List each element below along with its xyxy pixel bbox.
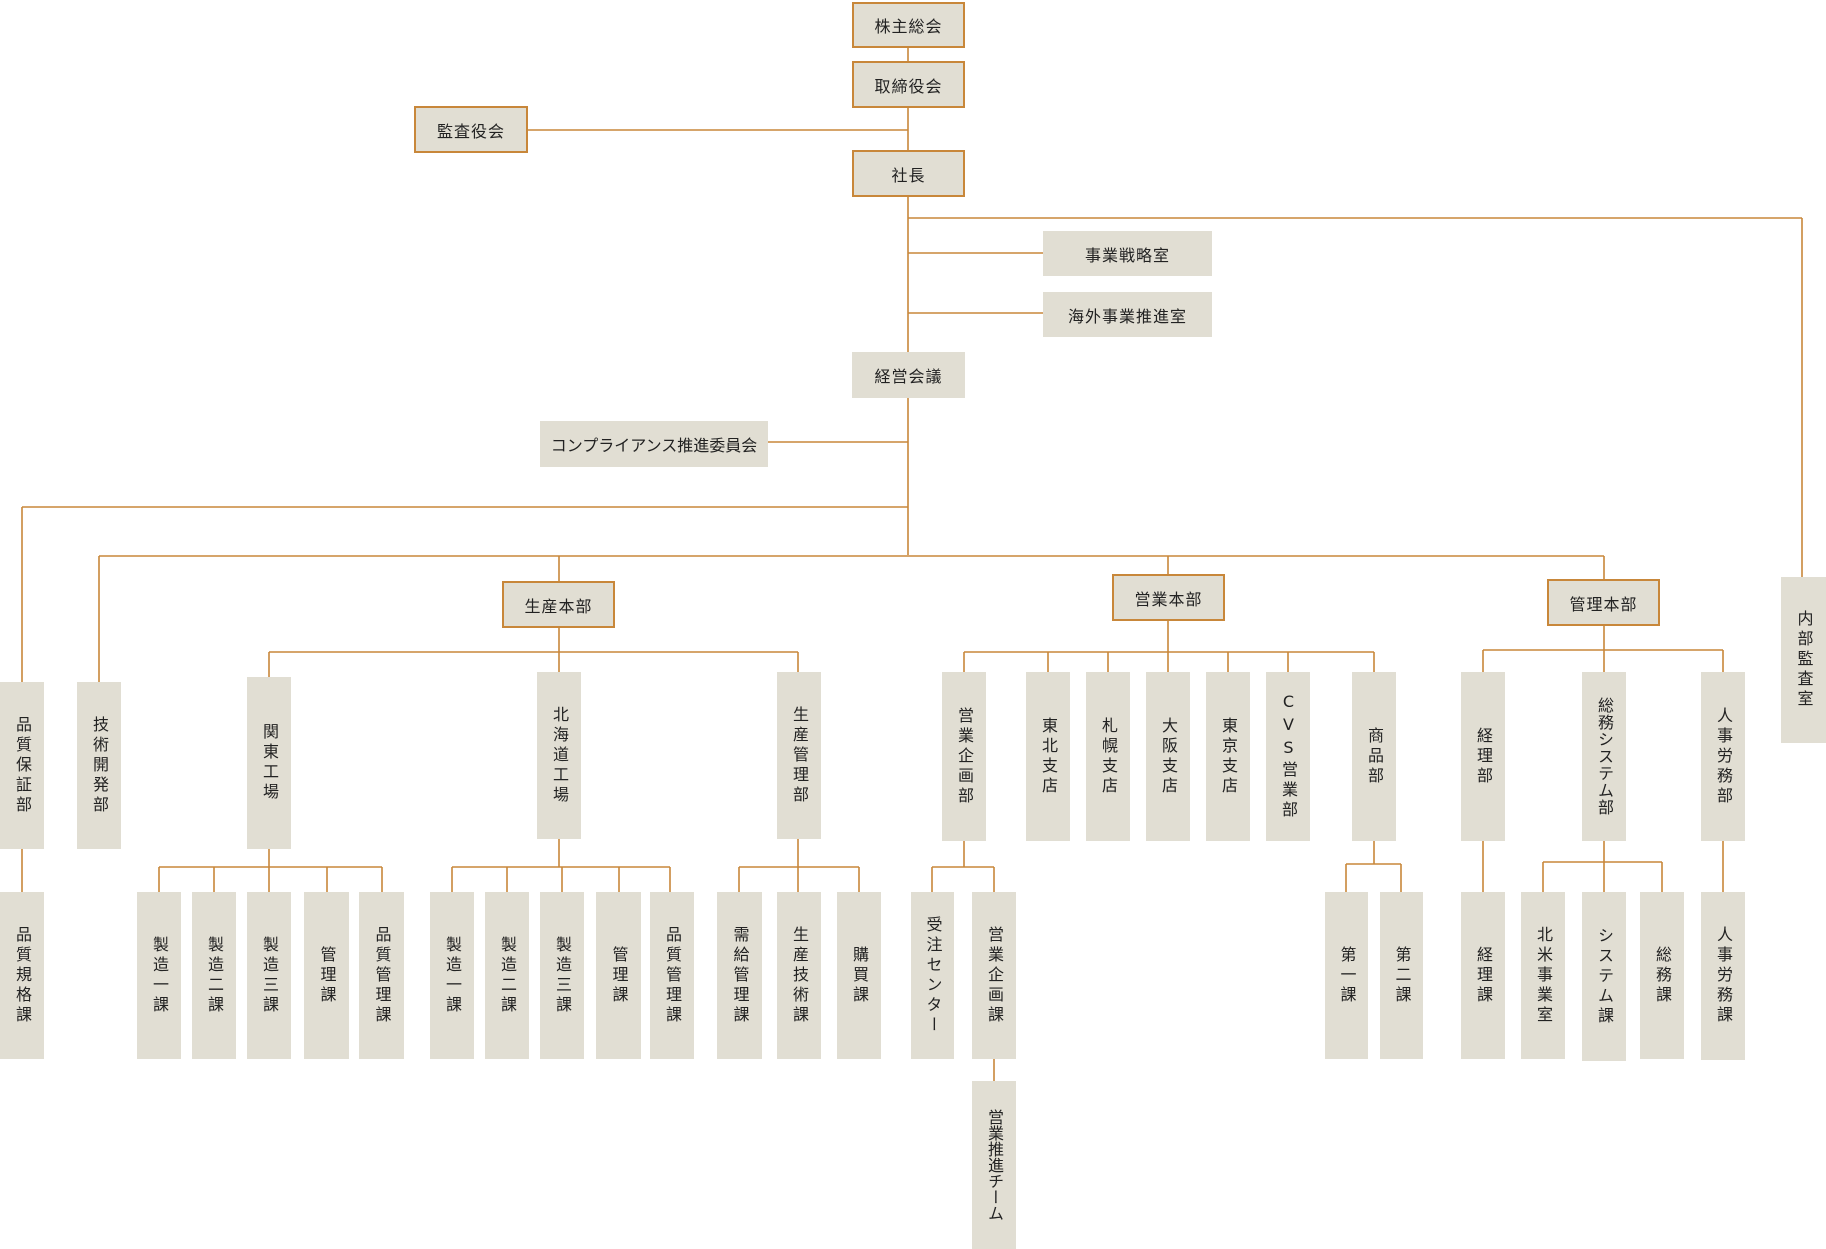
node-quality-assurance: 品質保証部 [0,682,44,849]
node-hr-labor: 人事労務部 [1701,672,1745,841]
node-cvs-sales: CVS営業部 [1266,672,1310,841]
node-supply-demand: 需給管理課 [717,892,762,1059]
node-kanto-mfg1: 製造一課 [137,892,181,1059]
node-systems-div: システム課 [1582,892,1626,1061]
node-strategy-office: 事業戦略室 [1043,231,1212,276]
node-admin-hq: 管理本部 [1547,579,1660,626]
node-tech-dev: 技術開発部 [77,682,121,849]
node-general-affairs-div: 総務課 [1640,892,1684,1059]
node-production-mgmt: 生産管理部 [777,672,821,839]
node-kanto-admin: 管理課 [304,892,349,1059]
node-president: 社長 [852,150,965,197]
node-hokkaido-mfg1: 製造一課 [430,892,474,1059]
node-sales-hq: 営業本部 [1112,574,1225,621]
node-osaka-branch: 大阪支店 [1146,672,1190,841]
node-sales-promo-team: 営業推進チーム [972,1081,1016,1249]
node-order-center: 受注センター [911,892,954,1059]
node-production-hq: 生産本部 [502,581,615,628]
node-sapporo-branch: 札幌支店 [1086,672,1130,841]
node-tokyo-branch: 東京支店 [1206,672,1250,841]
node-na-business: 北米事業室 [1521,892,1565,1059]
node-board: 取締役会 [852,61,965,108]
node-hokkaido-admin: 管理課 [596,892,641,1059]
node-sales-planning-div: 営業企画課 [972,892,1016,1059]
node-management-meeting: 経営会議 [852,352,965,398]
node-purchasing: 購買課 [837,892,881,1059]
node-kanto-mfg3: 製造三課 [247,892,291,1059]
node-accounting: 経理部 [1461,672,1505,841]
node-merch-div2: 第二課 [1380,892,1423,1059]
node-kanto-factory: 関東工場 [247,677,291,849]
node-production-tech: 生産技術課 [777,892,821,1059]
node-overseas-office: 海外事業推進室 [1043,292,1212,337]
node-sales-planning: 営業企画部 [942,672,986,841]
node-auditors: 監査役会 [414,106,528,153]
node-internal-audit: 内部監査室 [1781,577,1826,743]
node-merch-div1: 第一課 [1325,892,1368,1059]
node-general-systems: 総務システム部 [1582,672,1626,841]
node-shareholders: 株主総会 [852,2,965,48]
node-kanto-qc: 品質管理課 [359,892,404,1059]
node-tohoku-branch: 東北支店 [1026,672,1070,841]
node-hokkaido-factory: 北海道工場 [537,672,581,839]
node-kanto-mfg2: 製造二課 [192,892,236,1059]
node-hokkaido-qc: 品質管理課 [650,892,694,1059]
node-accounting-div: 経理課 [1461,892,1505,1059]
node-quality-standards: 品質規格課 [0,892,44,1059]
node-merchandise: 商品部 [1352,672,1396,841]
node-hokkaido-mfg3: 製造三課 [540,892,584,1059]
node-hokkaido-mfg2: 製造二課 [485,892,529,1059]
node-compliance-committee: コンプライアンス推進委員会 [540,421,768,467]
node-hr-labor-div: 人事労務課 [1701,892,1745,1060]
